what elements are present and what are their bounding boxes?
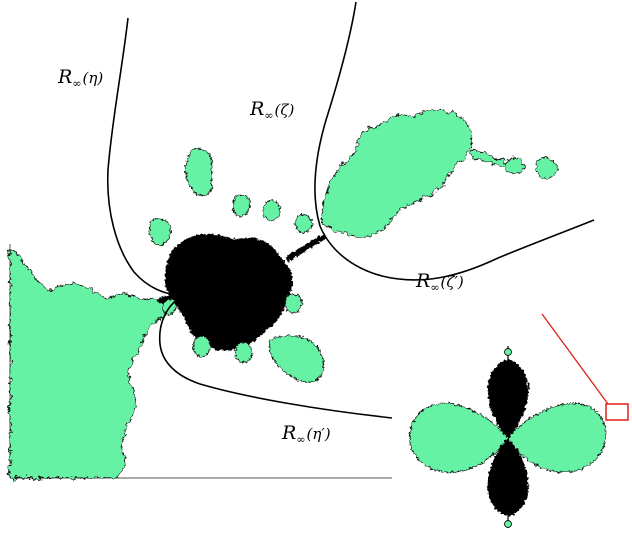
black-julia-body (157, 233, 327, 351)
ray-eta-prime-curve (158, 295, 393, 419)
inset-left-lobe (409, 402, 509, 473)
ray-zeta-arg: (ζ) (274, 101, 295, 119)
ray-zeta-prime-curve (319, 219, 595, 281)
ray-zeta-label: R∞(ζ) (250, 98, 295, 122)
inset-full-julia-set (409, 346, 607, 528)
ray-eta-prime-label: R∞(η′) (282, 422, 331, 446)
zoom-box-marker (605, 403, 629, 421)
ray-zeta-script: R (250, 98, 265, 120)
inset-bottom-bud (504, 520, 512, 528)
ray-zeta-sub: ∞ (264, 109, 274, 122)
upper-right-green-component (321, 109, 559, 237)
ray-eta-script: R (58, 66, 73, 88)
ray-zeta-prime-label: R∞(ζ′) (416, 270, 464, 294)
ray-eta-prime-arg: (η′) (306, 425, 331, 443)
ray-eta-arg: (η) (82, 69, 104, 87)
ray-zeta-prime-script: R (416, 270, 431, 292)
ray-eta-prime-sub: ∞ (296, 433, 306, 446)
zoom-pointer-line (541, 313, 609, 405)
ray-eta-curve (106, 17, 183, 297)
ray-eta-label: R∞(η) (58, 66, 104, 90)
inset-right-lobe (507, 402, 607, 473)
green-buds (149, 148, 324, 383)
ray-eta-sub: ∞ (72, 77, 82, 90)
inset-top-bud (504, 348, 512, 356)
ray-zeta-prime-sub: ∞ (430, 281, 440, 294)
ray-zeta-prime-arg: (ζ′) (440, 273, 464, 291)
ray-zeta-curve (314, 1, 357, 227)
large-green-component (9, 249, 184, 479)
ray-eta-prime-script: R (282, 422, 297, 444)
